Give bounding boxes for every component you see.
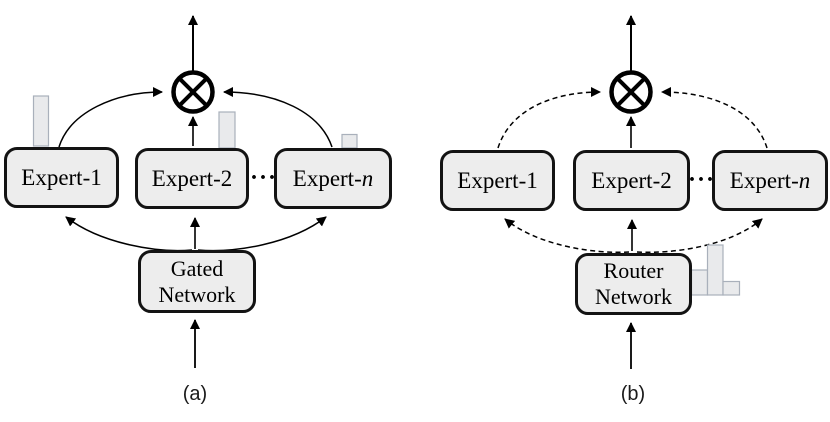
- dashed-arrow-router-to-expertn-b: [636, 218, 763, 254]
- expert-label: Expert-2: [591, 167, 672, 193]
- expert-1-box-b: Expert-1: [440, 150, 555, 211]
- expert-n-box-a: Expert-n: [274, 148, 392, 209]
- circle-times-icon: [171, 70, 215, 114]
- expert-label: Expert-n: [729, 167, 811, 193]
- gate-weight-bar: [218, 111, 236, 149]
- ellipsis-b: ···: [688, 167, 716, 193]
- arrow-expertn-to-combiner-a: [223, 87, 333, 148]
- dashed-arrow-router-to-expert1-b: [504, 218, 630, 254]
- expert-label: Expert-n: [292, 165, 374, 191]
- panel-caption-b: (b): [620, 383, 646, 405]
- gate-weight-bar: [32, 95, 50, 147]
- arrow-gated-to-expert1-a: [65, 216, 193, 252]
- expert-n-box-b: Expert-n: [712, 150, 828, 211]
- ellipsis-a: ···: [250, 165, 278, 191]
- router-weight-bar: [722, 280, 741, 296]
- router-weight-bar: [706, 244, 724, 296]
- expert-2-box-a: Expert-2: [135, 148, 249, 209]
- panel-caption-a: (a): [182, 383, 208, 405]
- arrow-expert1-to-combiner-a: [58, 87, 163, 148]
- gate-weight-bar: [341, 133, 358, 149]
- router-weight-bars-b: [690, 244, 741, 296]
- expert-label: Expert-1: [21, 164, 102, 190]
- dashed-arrow-expertn-to-combiner-b: [661, 87, 768, 149]
- panel-b-edges: [497, 15, 768, 369]
- expert-2-box-b: Expert-2: [573, 150, 690, 211]
- dashed-arrow-expert1-to-combiner-b: [497, 87, 601, 149]
- expert-label: Expert-1: [457, 167, 538, 193]
- expert-1-box-a: Expert-1: [4, 147, 119, 208]
- circle-times-icon: [609, 70, 653, 114]
- router-weight-bar: [690, 269, 709, 296]
- arrow-gated-to-expertn-a: [197, 216, 327, 252]
- expert-label: Expert-2: [151, 165, 233, 191]
